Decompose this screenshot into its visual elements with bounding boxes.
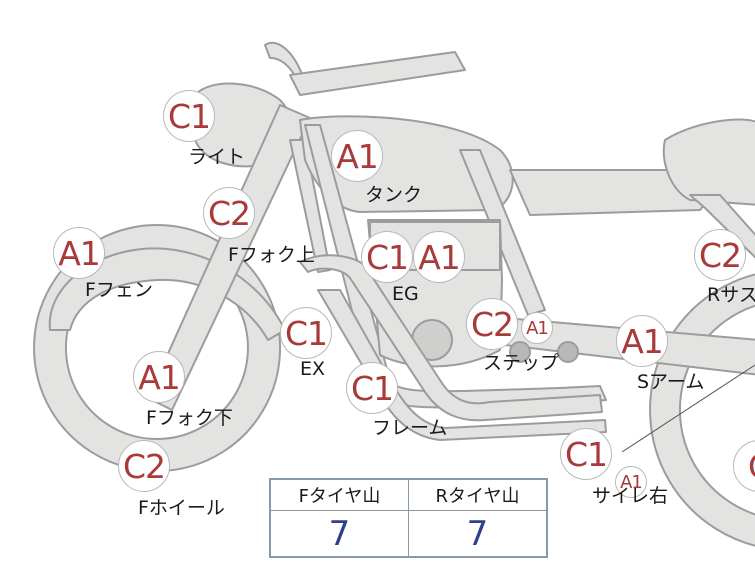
muffler-right-grade-badge-1: C1 — [560, 428, 612, 480]
step-grade-badge-2: A1 — [521, 312, 553, 344]
swingarm-label: Sアーム — [637, 371, 705, 393]
rsus-label: Rサス — [707, 284, 755, 306]
fork-secondary — [289, 139, 331, 273]
rear-tire-header: Rタイヤ山 — [408, 478, 548, 511]
front-tire-value: 7 — [269, 510, 409, 558]
swingarm-grade-badge: A1 — [616, 315, 668, 367]
frame-label: フレーム — [372, 417, 448, 439]
ffork-upper-grade-badge: C2 — [203, 187, 255, 239]
exhaust-label: EX — [300, 358, 326, 380]
light-grade-badge: C1 — [163, 90, 215, 142]
ffork-lower-label: Fフォク下 — [146, 407, 233, 429]
handlebar-bar — [289, 51, 466, 96]
tank-grade-badge: A1 — [331, 130, 383, 182]
rear-frame — [689, 194, 755, 259]
rear-wheel — [649, 273, 755, 547]
exhaust-pipe — [299, 254, 603, 422]
engine-label: EG — [392, 283, 419, 305]
frame-top — [459, 149, 546, 316]
muffler-right-label: サイレ右 — [592, 485, 669, 507]
ffender-grade-badge: A1 — [53, 227, 105, 279]
tail-cowl — [662, 118, 755, 206]
front-tire-header: Fタイヤ山 — [269, 478, 409, 511]
leader-line — [621, 364, 755, 453]
rear-tire-value: 7 — [408, 510, 548, 558]
exhaust-grade-badge: C1 — [280, 307, 332, 359]
fwheel-grade-badge: C2 — [118, 440, 170, 492]
ffork-lower-grade-badge: A1 — [133, 351, 185, 403]
ffork-upper-label: Fフォク上 — [228, 244, 315, 266]
step-label: ステップ — [483, 352, 560, 374]
ffender-label: Fフェン — [85, 279, 153, 301]
front-fork — [147, 104, 311, 411]
rsus-grade-badge: C2 — [694, 229, 746, 281]
tank-label: タンク — [365, 184, 423, 206]
fwheel-label: Fホイール — [138, 497, 225, 519]
engine-grade-badge-1: C1 — [361, 231, 413, 283]
muffler-right-grade-badge-2: A1 — [615, 466, 647, 498]
tire-tread-table: Fタイヤ山 Rタイヤ山 7 7 — [269, 478, 548, 558]
engine-grade-badge-2: A1 — [413, 231, 465, 283]
step-peg-right — [557, 341, 579, 363]
frame-grade-badge: C1 — [346, 362, 398, 414]
light-label: ライト — [188, 146, 246, 168]
step-grade-badge-1: C2 — [466, 298, 518, 350]
step-peg-left — [509, 341, 531, 363]
